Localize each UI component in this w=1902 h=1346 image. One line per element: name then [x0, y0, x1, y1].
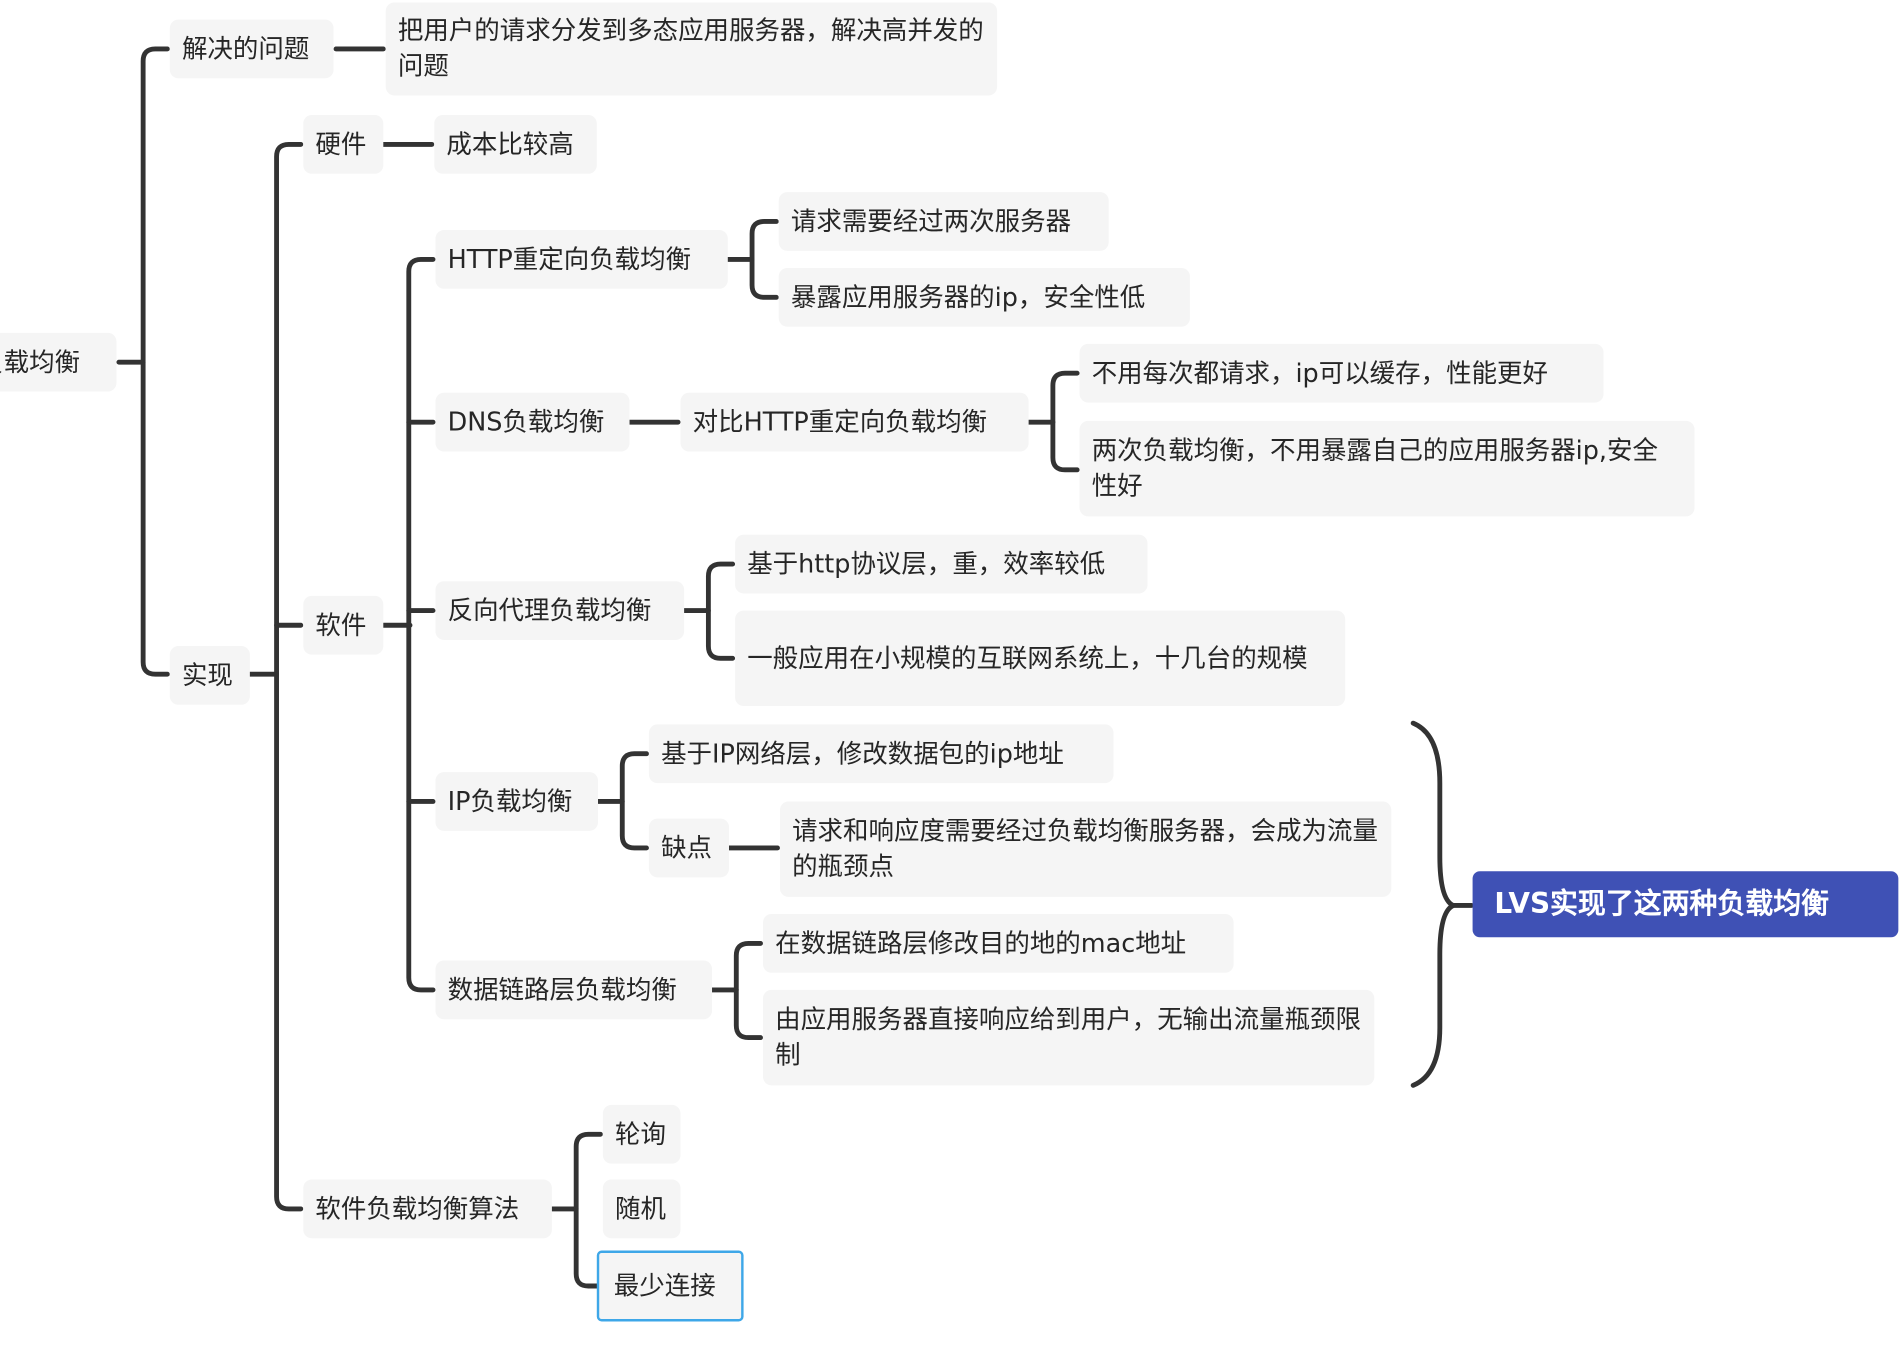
node-data-link-note-1[interactable]: 在数据链路层修改目的地的mac地址	[762, 914, 1234, 973]
node-ip-note-label: 基于IP网络层，修改数据包的ip地址	[661, 738, 1064, 768]
node-software-label: 软件	[315, 609, 367, 640]
node-dns-note-2[interactable]: 两次负载均衡，不用暴露自己的应用服务器ip,安全性好	[1079, 420, 1695, 517]
node-algorithms-label: 软件负载均衡算法	[315, 1193, 520, 1223]
bracket-ip	[619, 751, 649, 851]
node-http-note-2-label: 暴露应用服务器的ip，安全性低	[790, 282, 1146, 312]
node-ip-label: IP负载均衡	[447, 786, 573, 816]
summary-brace	[1410, 720, 1456, 1088]
node-algo-least-connections-label: 最少连接	[613, 1270, 716, 1301]
node-ip-note[interactable]: 基于IP网络层，修改数据包的ip地址	[648, 724, 1114, 784]
node-data-link-label: 数据链路层负载均衡	[447, 974, 677, 1004]
bracket-impl	[274, 141, 304, 1212]
node-http-note-2[interactable]: 暴露应用服务器的ip，安全性低	[778, 267, 1190, 327]
node-ip-drawback-label: 缺点	[661, 832, 713, 863]
node-proxy-note-2[interactable]: 一般应用在小规模的互联网系统上，十几台的规模	[735, 610, 1346, 707]
node-problem[interactable]: 解决的问题	[169, 19, 334, 79]
bracket-compare	[1050, 370, 1080, 473]
node-proxy-note-1[interactable]: 基于http协议层，重，效率较低	[735, 534, 1148, 594]
node-hardware[interactable]: 硬件	[303, 115, 384, 174]
node-ip-drawback[interactable]: 缺点	[648, 818, 730, 878]
root-label: 负载均衡	[0, 346, 81, 377]
node-implementation[interactable]: 实现	[169, 646, 250, 705]
node-algorithms[interactable]: 软件负载均衡算法	[303, 1179, 552, 1239]
node-ip-drawback-note[interactable]: 请求和响应度需要经过负载均衡服务器，会成为流量的瓶颈点	[779, 801, 1392, 897]
bracket-proxy	[705, 561, 736, 661]
root-node[interactable]: 负载均衡	[0, 332, 117, 392]
node-dns[interactable]: DNS负载均衡	[435, 392, 630, 452]
node-hardware-note-label: 成本比较高	[446, 129, 574, 159]
bracket-root	[140, 46, 170, 677]
bracket-datalink	[733, 940, 763, 1041]
node-http-note-1[interactable]: 请求需要经过两次服务器	[778, 192, 1109, 251]
node-proxy-note-2-label: 一般应用在小规模的互联网系统上，十几台的规模	[747, 643, 1308, 673]
node-data-link-note-2[interactable]: 由应用服务器直接响应给到用户，无输出流量瓶颈限制	[762, 989, 1375, 1086]
node-algo-round-robin-label: 轮询	[614, 1118, 666, 1149]
node-dns-compare[interactable]: 对比HTTP重定向负载均衡	[680, 392, 1029, 452]
node-reverse-proxy-label: 反向代理负载均衡	[447, 595, 652, 625]
summary-node[interactable]: LVS实现了这两种负载均衡	[1472, 871, 1899, 938]
bracket-http	[749, 219, 779, 300]
node-algo-round-robin[interactable]: 轮询	[602, 1104, 681, 1164]
summary-label: LVS实现了这两种负载均衡	[1494, 887, 1830, 920]
node-problem-detail-label: 把用户的请求分发到多态应用服务器，解决高并发的问题	[397, 15, 984, 81]
bracket-software	[406, 256, 436, 993]
node-problem-detail[interactable]: 把用户的请求分发到多态应用服务器，解决高并发的问题	[385, 2, 998, 96]
node-proxy-note-1-label: 基于http协议层，重，效率较低	[747, 548, 1106, 579]
node-algo-random-label: 随机	[614, 1193, 666, 1223]
node-data-link-note-2-label: 由应用服务器直接响应给到用户，无输出流量瓶颈限制	[775, 1004, 1361, 1070]
node-ip-drawback-note-label: 请求和响应度需要经过负载均衡服务器，会成为流量的瓶颈点	[792, 816, 1378, 881]
node-dns-note-1-label: 不用每次都请求，ip可以缓存，性能更好	[1091, 357, 1548, 388]
node-problem-label: 解决的问题	[181, 33, 310, 64]
node-http-redirect[interactable]: HTTP重定向负载均衡	[435, 230, 728, 289]
bracket-algo	[573, 1131, 603, 1289]
node-hardware-note[interactable]: 成本比较高	[434, 115, 597, 174]
node-software[interactable]: 软件	[303, 595, 384, 655]
node-dns-compare-label: 对比HTTP重定向负载均衡	[692, 406, 988, 437]
node-implementation-label: 实现	[181, 660, 233, 690]
node-algo-least-connections[interactable]: 最少连接	[596, 1250, 744, 1322]
node-ip[interactable]: IP负载均衡	[435, 772, 599, 831]
node-dns-note-2-label: 两次负载均衡，不用暴露自己的应用服务器ip,安全性好	[1091, 435, 1658, 501]
node-dns-label: DNS负载均衡	[447, 406, 605, 437]
node-data-link-note-1-label: 在数据链路层修改目的地的mac地址	[775, 928, 1187, 958]
node-dns-note-1[interactable]: 不用每次都请求，ip可以缓存，性能更好	[1079, 343, 1604, 403]
node-data-link[interactable]: 数据链路层负载均衡	[435, 960, 713, 1020]
node-http-redirect-label: HTTP重定向负载均衡	[447, 244, 692, 274]
node-reverse-proxy[interactable]: 反向代理负载均衡	[435, 581, 685, 640]
node-hardware-label: 硬件	[315, 129, 367, 159]
node-algo-random[interactable]: 随机	[602, 1179, 681, 1239]
node-http-note-1-label: 请求需要经过两次服务器	[790, 206, 1072, 236]
